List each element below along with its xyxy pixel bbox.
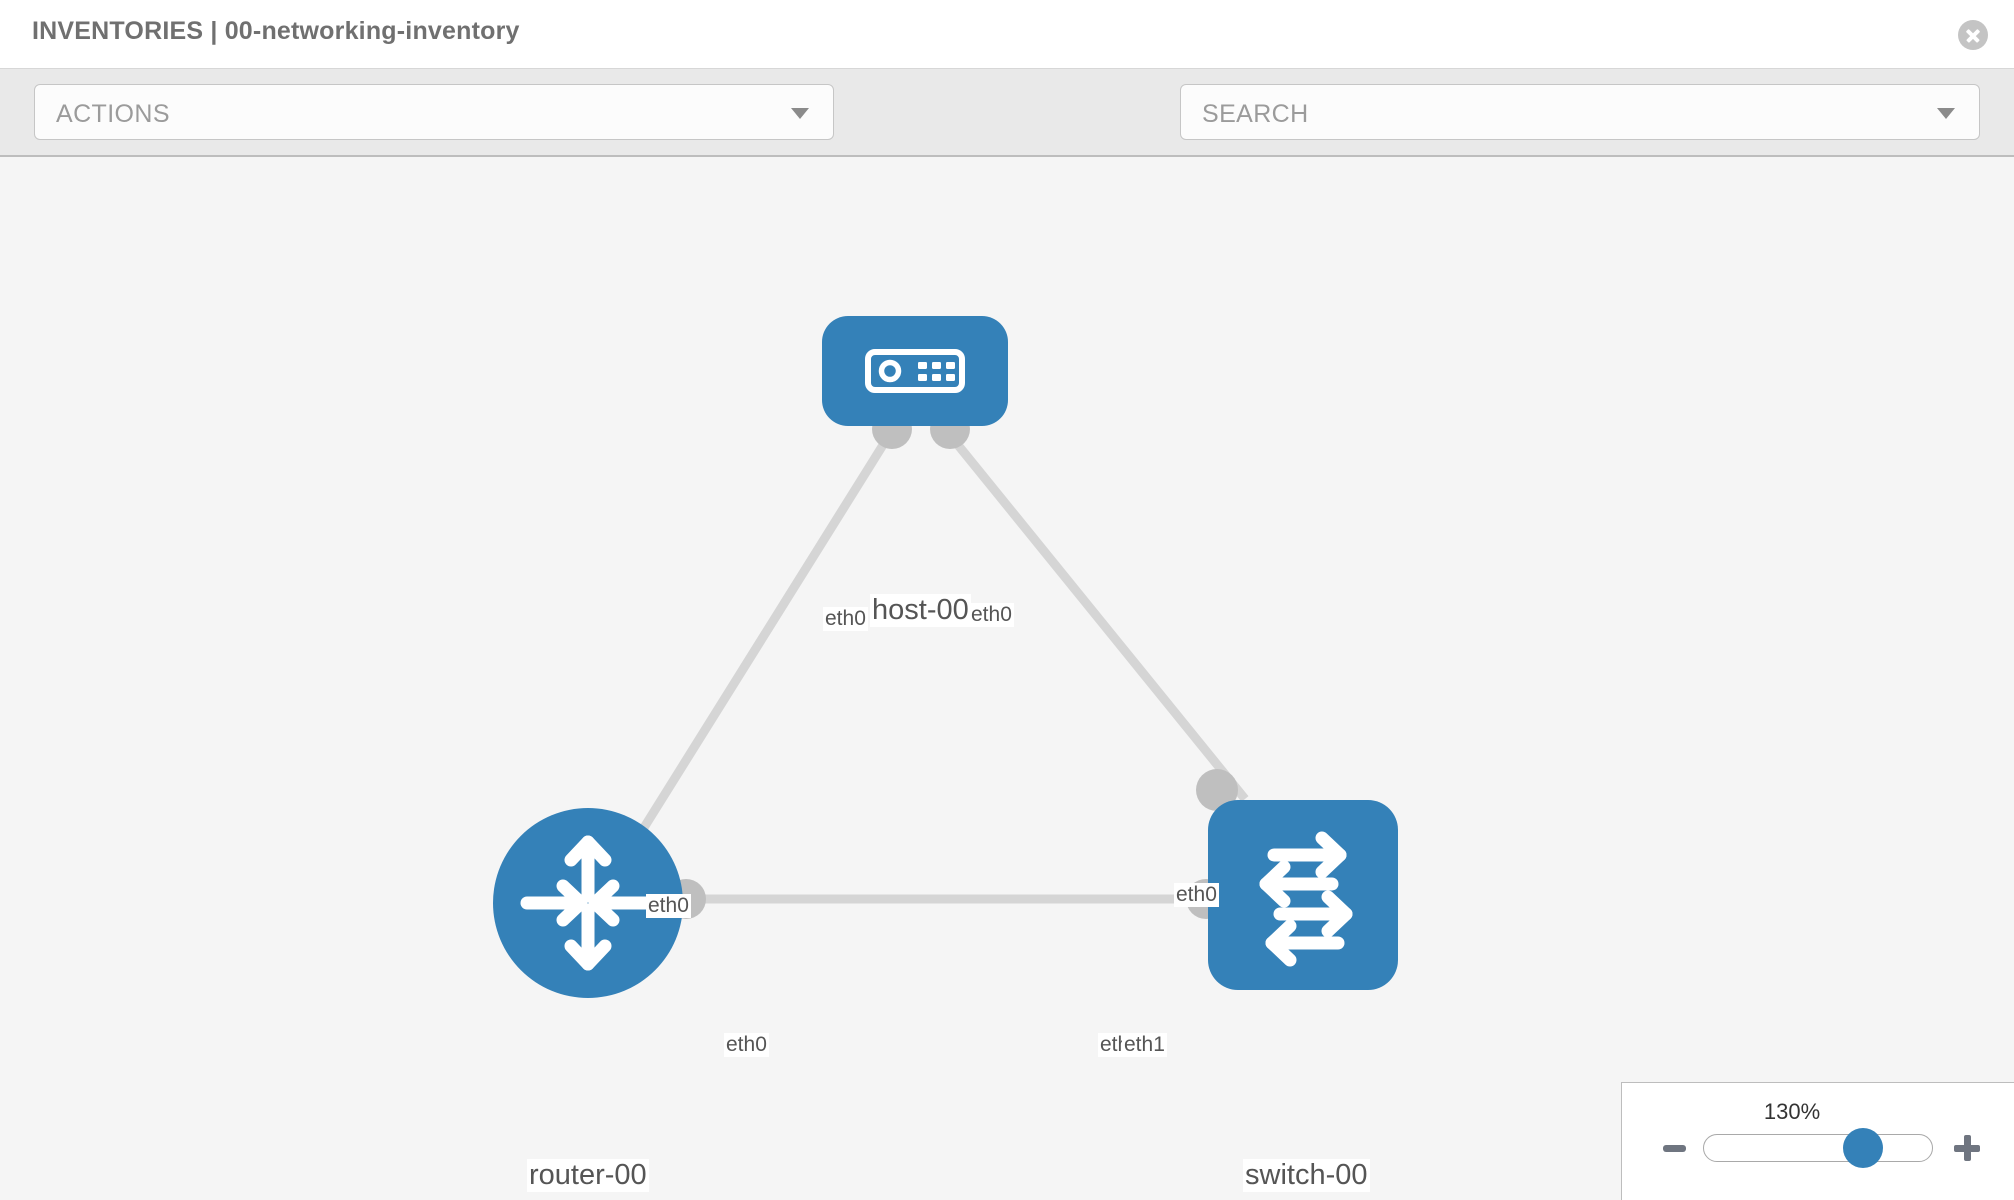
actions-dropdown-label: ACTIONS — [56, 100, 170, 128]
zoom-level-value: 130% — [1763, 1099, 1821, 1124]
zoom-in-button[interactable] — [1954, 1135, 1980, 1161]
node-host-00[interactable] — [822, 316, 1008, 426]
page-title: INVENTORIES | 00-networking-inventory — [32, 17, 520, 45]
edge-label-host-eth0-left: eth0 — [823, 607, 868, 631]
actions-dropdown[interactable]: ACTIONS — [34, 84, 834, 140]
edge-label-switch-eth1: eth1 — [1122, 1033, 1167, 1057]
search-input[interactable]: SEARCH — [1180, 84, 1980, 140]
chevron-down-icon — [1937, 108, 1955, 119]
node-label-switch-00: switch-00 — [1243, 1159, 1370, 1192]
node-label-host-00: host-00 — [870, 594, 971, 627]
edge-label-router-switch-eth0: eth0 — [724, 1033, 769, 1057]
toolbar: ACTIONS SEARCH — [0, 69, 2014, 199]
search-placeholder: SEARCH — [1202, 100, 1309, 128]
zoom-slider-track[interactable] — [1703, 1134, 1933, 1162]
topology-edges — [636, 426, 1249, 904]
node-switch-00[interactable] — [1208, 800, 1398, 990]
close-icon[interactable] — [1958, 20, 1988, 50]
edge-label-host-eth0-right: eth0 — [969, 603, 1014, 627]
edge-label-router-host-eth0: eth0 — [646, 894, 691, 918]
edge-label-host-switch-eth0: eth0 — [1174, 883, 1219, 907]
zoom-control-panel: 130% — [1621, 1082, 2014, 1200]
zoom-slider-thumb[interactable] — [1843, 1128, 1883, 1168]
node-label-router-00: router-00 — [527, 1159, 649, 1192]
zoom-out-button[interactable] — [1663, 1145, 1686, 1152]
page-header: INVENTORIES | 00-networking-inventory — [0, 0, 2014, 69]
topology-canvas[interactable]: host-00 router-00 switch-00 eth0 eth0 et… — [0, 159, 2014, 1200]
chevron-down-icon — [791, 108, 809, 119]
